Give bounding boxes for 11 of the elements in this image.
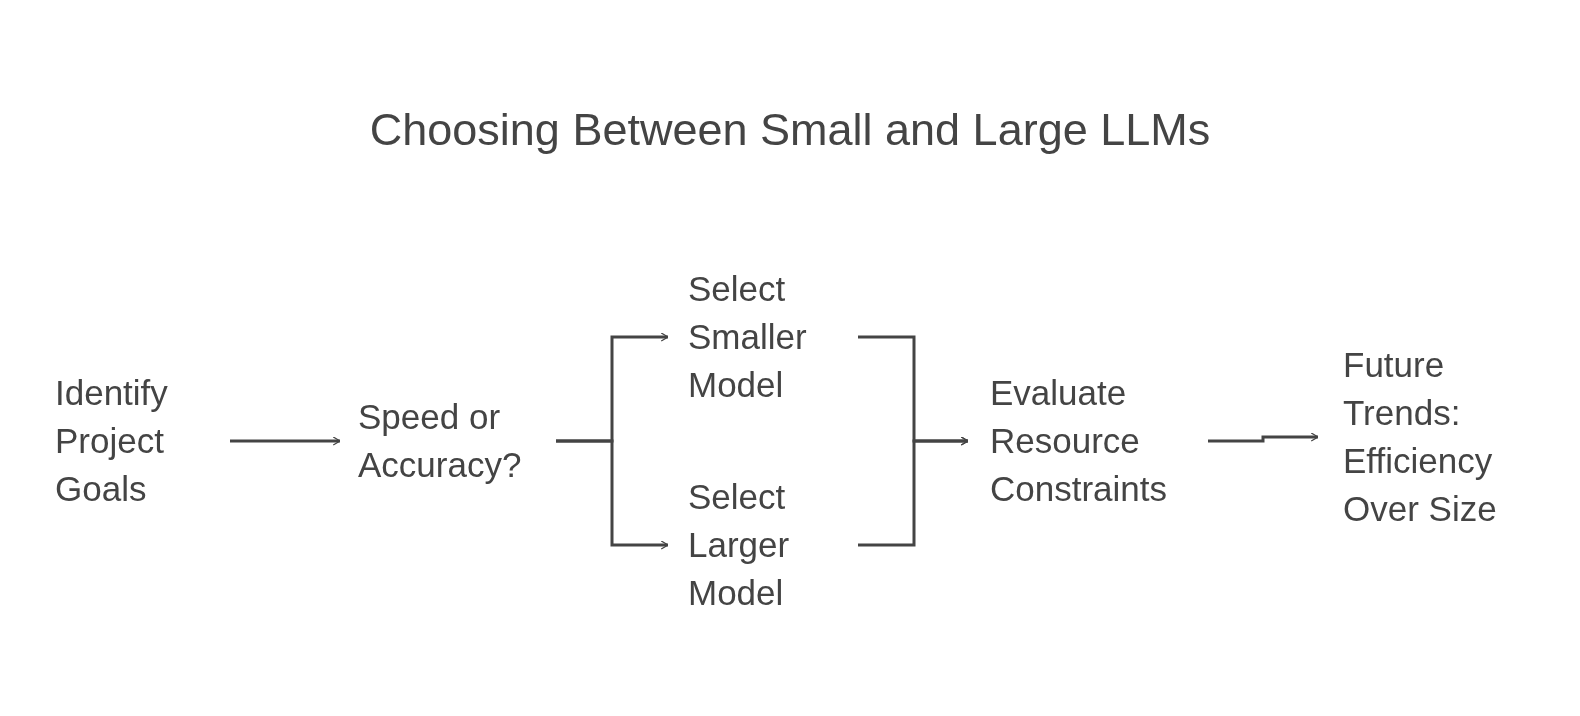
step-label: Future Trends: Efficiency Over Size	[1343, 344, 1498, 530]
step-label: Identify Project Goals	[55, 372, 169, 510]
arrow	[230, 436, 341, 446]
step-label: Select Larger Model	[688, 476, 791, 614]
arrow	[858, 436, 969, 547]
arrow	[1208, 432, 1319, 443]
arrow	[556, 439, 669, 550]
diagram-title: Choosing Between Small and Large LLMs	[368, 103, 1212, 157]
step-label: Select Smaller Model	[688, 268, 808, 406]
step-label: Speed or Accuracy?	[358, 396, 523, 486]
step-label: Evaluate Resource Constraints	[990, 372, 1169, 510]
